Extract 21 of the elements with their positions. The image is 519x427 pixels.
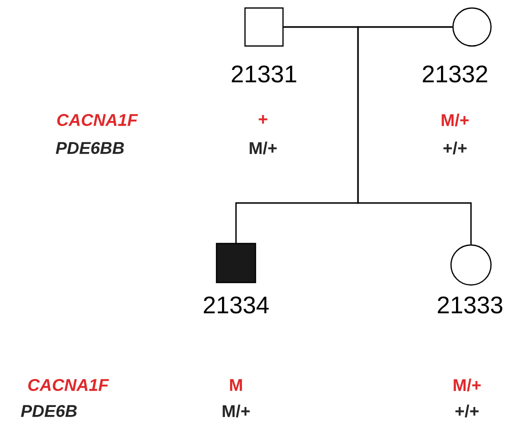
genotype: +/+: [455, 404, 479, 418]
gene-name: CACNA1F: [28, 378, 109, 391]
gene-name: CACNA1F: [57, 114, 138, 126]
individual-id: 21332: [422, 66, 488, 82]
genotype: +: [258, 115, 268, 124]
genotype: M: [230, 379, 242, 391]
female-circle: [452, 7, 492, 47]
genotype: M/+: [222, 404, 250, 418]
gene-name: PDE6BB: [56, 142, 124, 154]
genotype: M/+: [442, 114, 469, 126]
descent-line: [357, 26, 472, 244]
genotype: +/+: [443, 142, 467, 154]
individual-id: 21331: [232, 66, 296, 82]
genotype: M/+: [454, 378, 481, 392]
genotype: M/+: [250, 142, 277, 154]
gene-name: PDE6B: [20, 404, 77, 417]
individual-id: 21333: [438, 296, 502, 314]
male-square: [244, 7, 284, 47]
individual-id: 21334: [204, 296, 269, 314]
affected-male-square: [216, 242, 256, 284]
female-circle: [450, 244, 492, 286]
